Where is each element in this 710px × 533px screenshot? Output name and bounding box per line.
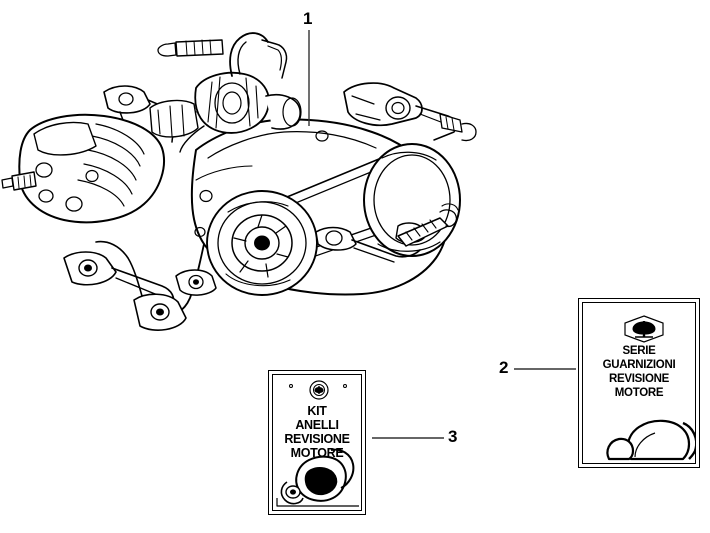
callout-number-3[interactable]: 3 — [448, 427, 458, 446]
label-gasket-line-1: SERIE — [622, 345, 656, 357]
label-gasket-line-2: GUARNIZIONI — [602, 359, 676, 371]
punch-hole-right — [343, 384, 347, 388]
label-ring-kit[interactable]: KIT ANELLI REVISIONE MOTORE — [268, 370, 366, 515]
label-ring-kit-frame: KIT ANELLI REVISIONE MOTORE — [272, 374, 362, 511]
piston-ring-outline-illustration — [276, 448, 359, 507]
leader-lines — [308, 30, 576, 439]
label-gasket-line-4: MOTORE — [614, 387, 664, 399]
callout-number-1[interactable]: 1 — [303, 9, 313, 28]
callout-number-2[interactable]: 2 — [499, 358, 509, 377]
label-gasket-set-frame: SERIE GUARNIZIONI REVISIONE MOTORE — [582, 302, 696, 464]
label-ring-line-1: KIT — [307, 404, 327, 418]
hexagon-badge-icon — [309, 380, 329, 400]
label-ring-line-3: REVISIONE — [284, 432, 350, 446]
label-gasket-set[interactable]: SERIE GUARNIZIONI REVISIONE MOTORE — [578, 298, 700, 468]
gasket-outline-illustration — [606, 419, 695, 461]
label-gasket-line-3: REVISIONE — [609, 373, 669, 385]
label-ring-line-2: ANELLI — [295, 418, 339, 432]
punch-hole-left — [289, 384, 293, 388]
hexagon-badge-icon — [624, 315, 664, 343]
